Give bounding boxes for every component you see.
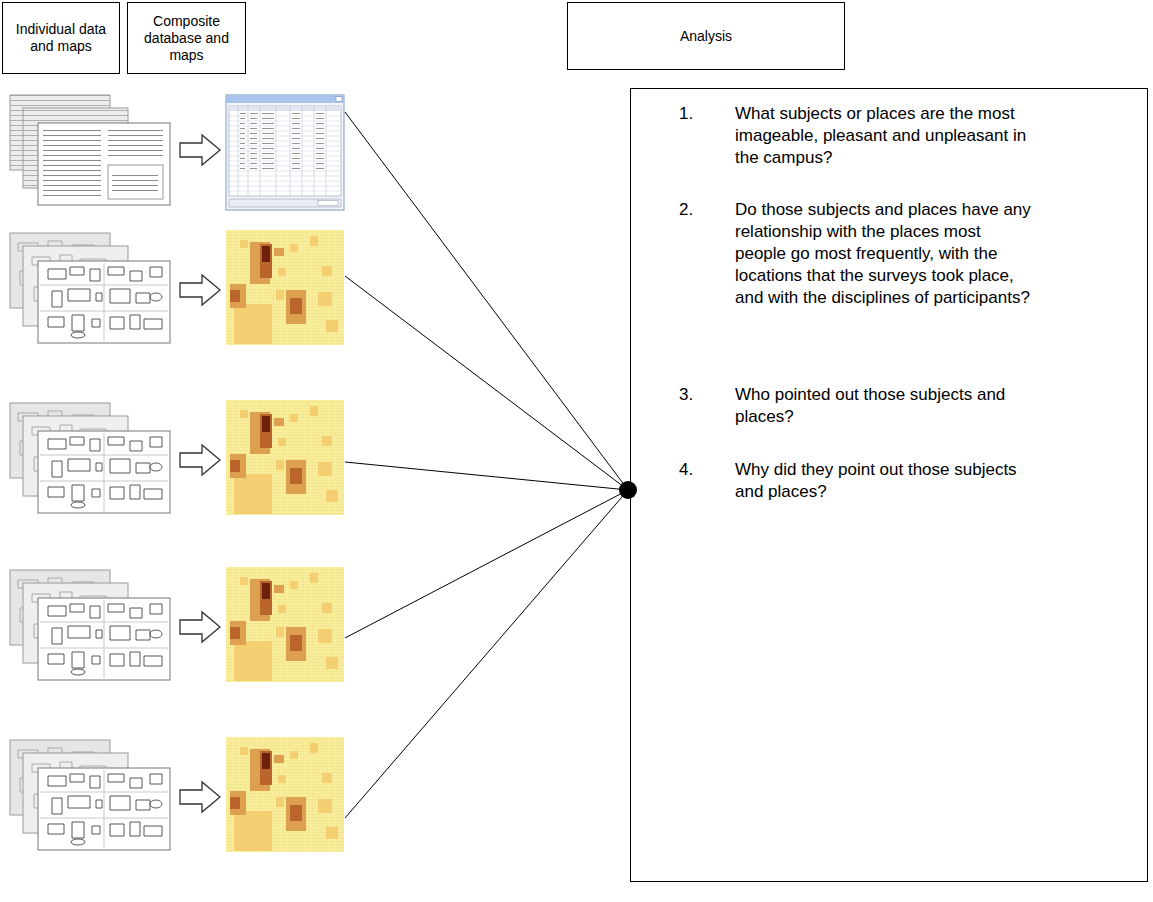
question-text: What subjects or places are the most ima… xyxy=(735,103,1035,169)
survey-maps xyxy=(10,740,170,850)
hollow-arrow xyxy=(180,782,220,812)
item-number: 2. xyxy=(679,199,719,221)
header-text: Analysis xyxy=(680,28,732,45)
question-panel: 1. What subjects or places are the most i… xyxy=(630,88,1148,882)
leader-line xyxy=(345,490,628,638)
leader-line xyxy=(345,112,628,490)
survey-sheets xyxy=(10,95,170,205)
leader-lines xyxy=(345,112,628,818)
survey-maps xyxy=(10,403,170,513)
hollow-arrow xyxy=(180,275,220,305)
item-number: 4. xyxy=(679,459,719,481)
composite-heatmap xyxy=(226,400,344,515)
leader-line xyxy=(345,490,628,818)
header-box: Composite database and maps xyxy=(127,2,246,74)
hollow-arrow xyxy=(180,612,220,642)
survey-maps xyxy=(10,233,170,343)
hollow-arrow xyxy=(180,445,220,475)
item-number: 3. xyxy=(679,384,719,406)
composite-heatmap xyxy=(226,230,344,345)
database-window xyxy=(226,95,344,210)
hollow-arrow xyxy=(180,135,220,165)
composite-heatmap xyxy=(226,737,344,852)
item-number: 1. xyxy=(679,103,719,125)
question-text: Why did they point out those subjects an… xyxy=(735,459,1035,503)
header-text: Composite database and maps xyxy=(134,13,239,64)
header-box: Individual data and maps xyxy=(2,2,120,74)
leader-line xyxy=(345,276,628,490)
question-text: Who pointed out those subjects and place… xyxy=(735,384,1035,428)
question-text: Do those subjects and places have any re… xyxy=(735,199,1035,309)
header-box: Analysis xyxy=(567,2,845,70)
composite-heatmap xyxy=(226,567,344,682)
survey-maps xyxy=(10,570,170,680)
header-text: Individual data and maps xyxy=(9,21,113,55)
leader-line xyxy=(345,462,628,490)
